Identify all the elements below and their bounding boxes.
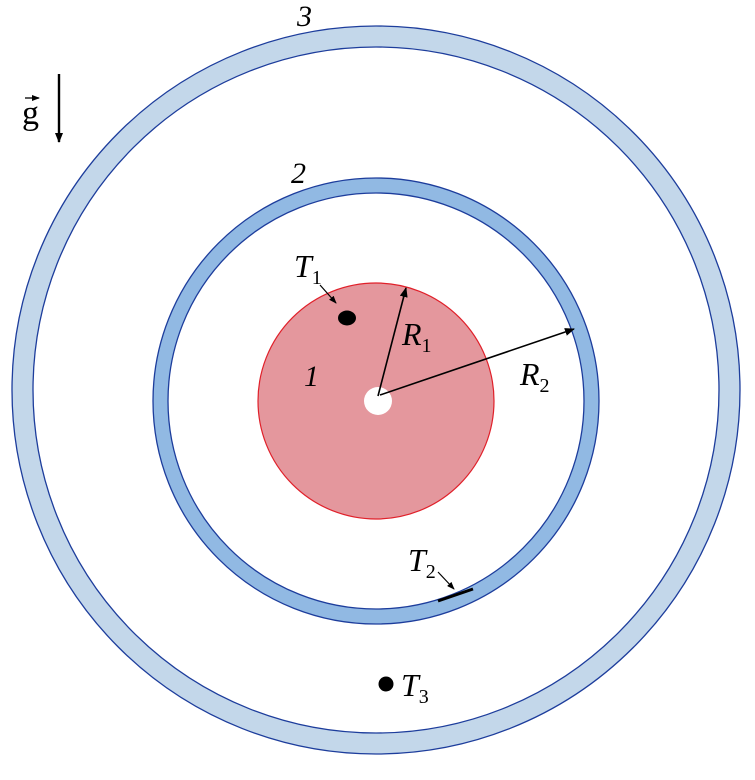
t1-point bbox=[338, 310, 356, 326]
t1-label: T1 bbox=[294, 248, 322, 289]
zone-3-label: 3 bbox=[296, 0, 312, 33]
zone-1-label: 1 bbox=[304, 360, 319, 393]
r2-label: R2 bbox=[519, 356, 550, 397]
t3-label: T3 bbox=[401, 667, 429, 708]
radius-r1-arrow bbox=[377, 287, 408, 397]
t2-pointer bbox=[437, 571, 455, 590]
radius-r2-arrow bbox=[379, 328, 575, 396]
r1-label: R1 bbox=[401, 316, 432, 357]
gravity-label: g bbox=[22, 95, 39, 132]
center-hole bbox=[364, 387, 392, 415]
t2-sensor bbox=[437, 587, 474, 603]
t1-pointer bbox=[319, 284, 337, 304]
t2-label: T2 bbox=[408, 542, 436, 583]
zone-2-label: 2 bbox=[291, 157, 306, 190]
inner-ring bbox=[152, 177, 600, 625]
t3-point bbox=[378, 676, 394, 692]
outer-ring bbox=[11, 25, 741, 755]
